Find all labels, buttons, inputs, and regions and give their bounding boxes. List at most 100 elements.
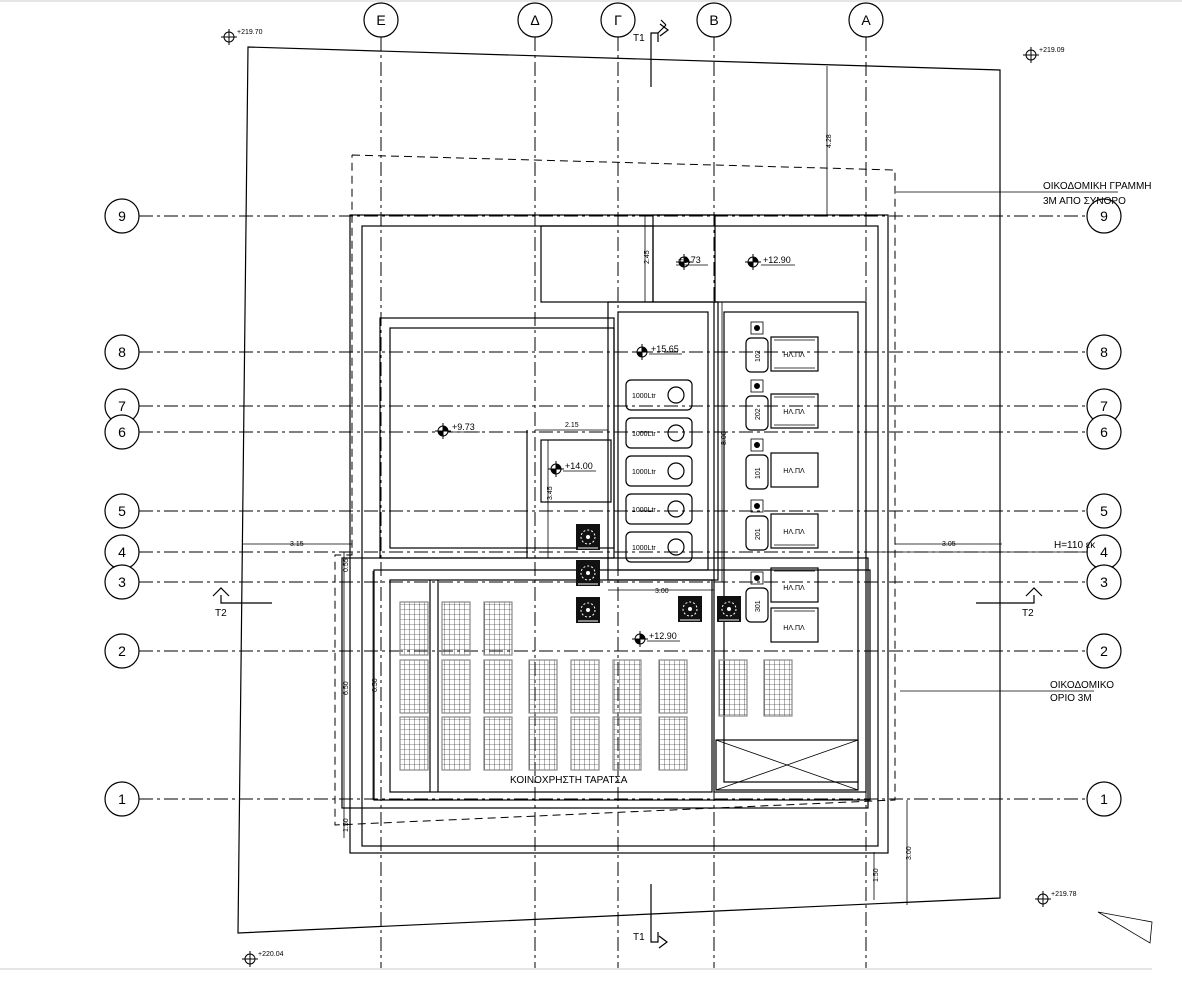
- level-label: +9.73: [452, 422, 475, 432]
- annotations: ΟΙΚΟΔΟΜΙΚΗ ΓΡΑΜΜΗ 3Μ ΑΠΟ ΣΥΝΟΡΟ ΟΙΚΟΔΟΜΙ…: [510, 181, 1153, 944]
- terrace-label: ΚΟΙΝΟΧΡΗΣΤΗ ΤΑΡΑΤΣΑ: [510, 775, 628, 786]
- plot-boundary: [237, 46, 1001, 934]
- dimension-label: 8.00: [721, 431, 728, 445]
- grid-row-label: 2: [118, 643, 126, 659]
- level-label: +9.73: [678, 255, 701, 265]
- solar-panel: [441, 716, 471, 771]
- grid-bubble: [104, 781, 140, 817]
- dimension-label: 6.50: [343, 681, 350, 695]
- grid-column-label: Ε: [376, 12, 385, 28]
- dimension-label: 2.45: [644, 250, 651, 264]
- dimension-label: 4.28: [826, 134, 833, 148]
- solar-panel: [658, 716, 688, 771]
- grid-row-label: 4: [118, 544, 126, 560]
- dimension-lines: 4.28 2.45 2.15 3.45 8.00 3.00 3.15 3.05 …: [243, 66, 1002, 905]
- solar-panel: [483, 601, 513, 656]
- solar-panel: [658, 659, 688, 714]
- grid-column-label: Β: [709, 12, 718, 28]
- solar-panel: [528, 716, 558, 771]
- grid-row-label: 6: [1100, 424, 1108, 440]
- grid-bubble: [104, 414, 140, 450]
- grid-bubble: [1086, 781, 1122, 817]
- meter: 301: [745, 571, 769, 623]
- grid-column: Β: [696, 2, 732, 968]
- panel-label: ΗΛ.ΠΛ: [783, 352, 805, 359]
- water-tanks: 1000Ltr 1000Ltr 1000Ltr 1000Ltr 1000Ltr: [625, 379, 693, 563]
- panel-label: ΗΛ.ΠΛ: [783, 409, 805, 416]
- section-t2-left: T2: [212, 587, 272, 619]
- grid-row-label: 1: [118, 791, 126, 807]
- plot-elevation-label: +219.09: [1039, 47, 1065, 54]
- section-markers: T1 T1 T2 T2: [212, 19, 1043, 949]
- grid-bubble: [104, 334, 140, 370]
- grid-row-label: 5: [1100, 503, 1108, 519]
- electrical-panel: ΗΛ.ΠΛ: [770, 567, 819, 603]
- solar-panel: [483, 659, 513, 714]
- meter: 202: [745, 379, 769, 431]
- grid-row-label: 7: [118, 398, 126, 414]
- fan-icon: [677, 595, 703, 623]
- electrical-panels: ΗΛ.ΠΛ ΗΛ.ΠΛ ΗΛ.ΠΛ ΗΛ.ΠΛ ΗΛ.ΠΛ ΗΛ.ΠΛ: [770, 336, 819, 643]
- grid-bubble: [1086, 414, 1122, 450]
- section-label: T1: [633, 932, 645, 943]
- solar-panel: [718, 659, 748, 717]
- solar-panel: [399, 716, 429, 771]
- building-line-note: 3Μ ΑΠΟ ΣΥΝΟΡΟ: [1043, 196, 1126, 207]
- solar-panel-array: [399, 601, 793, 771]
- meter: 102: [745, 321, 769, 373]
- grid-column-label: Δ: [530, 12, 539, 28]
- solar-panel: [399, 601, 429, 656]
- dimension-label: 3.00: [655, 588, 669, 595]
- dimension-label: 3.05: [942, 541, 956, 548]
- grid-bubble: [104, 493, 140, 529]
- building-envelope: [334, 154, 896, 826]
- section-label: T2: [1022, 608, 1034, 619]
- grid-bubble: [363, 2, 399, 38]
- fan-icon: [716, 595, 742, 623]
- height-note: Η=110 εκ: [1054, 540, 1096, 551]
- panel-label: ΗΛ.ΠΛ: [783, 625, 805, 632]
- meter-label: 102: [755, 350, 762, 362]
- grid-bubble: [104, 564, 140, 600]
- grid-row-label: 8: [1100, 344, 1108, 360]
- electrical-panel: ΗΛ.ΠΛ: [770, 513, 819, 549]
- building-limit-note: ΟΙΚΟΔΟΜΙΚΟ: [1050, 680, 1114, 691]
- north-arrow-icon: [1097, 911, 1153, 944]
- panel-label: ΗΛ.ΠΛ: [783, 529, 805, 536]
- meter-label: 202: [755, 408, 762, 420]
- grid-bubble: [1086, 633, 1122, 669]
- grid-column-label: Γ: [614, 12, 622, 28]
- meter-label: 201: [755, 528, 762, 540]
- electrical-panel: ΗΛ.ΠΛ: [770, 607, 819, 643]
- meters: 102 202 101 201 301: [745, 321, 769, 623]
- section-t1-top: T1: [633, 19, 669, 87]
- water-tank: 1000Ltr: [625, 379, 693, 411]
- solar-panel: [399, 659, 429, 714]
- water-tank: 1000Ltr: [625, 455, 693, 487]
- grid-column: Α: [848, 2, 884, 968]
- grid-column: Ε: [363, 2, 399, 968]
- grid-row-label: 8: [118, 344, 126, 360]
- tank-label: 1000Ltr: [632, 431, 656, 438]
- dimension-label: 3.00: [906, 846, 913, 860]
- water-tank: 1000Ltr: [625, 493, 693, 525]
- grid-bubble: [848, 2, 884, 38]
- meter: 101: [745, 438, 769, 490]
- tank-label: 1000Ltr: [632, 507, 656, 514]
- section-label: T1: [633, 33, 645, 44]
- electrical-panel: ΗΛ.ΠΛ: [770, 452, 819, 488]
- plot-elevation-label: +220.04: [258, 951, 284, 958]
- dimension-label: 3.15: [290, 541, 304, 548]
- meter-label: 101: [755, 467, 762, 479]
- grid-row-label: 3: [118, 574, 126, 590]
- meter: 201: [745, 499, 769, 551]
- tank-label: 1000Ltr: [632, 393, 656, 400]
- section-label: T2: [215, 608, 227, 619]
- grid-bubble: [696, 2, 732, 38]
